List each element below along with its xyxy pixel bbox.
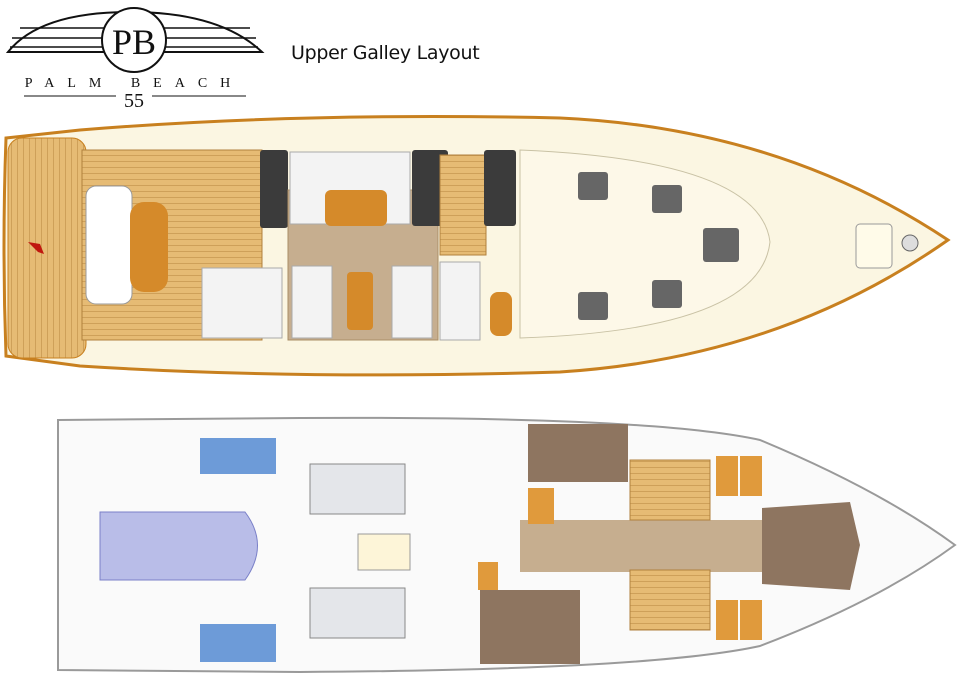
logo-brand: PALM BEACH [25,76,244,91]
water-tank [200,624,276,662]
hatch [703,228,739,262]
windlass [901,234,919,252]
upper-deck-plan [2,115,951,377]
aft-sun-pad [85,185,133,305]
cockpit-seat [201,267,283,339]
lower-deck-plan [57,416,957,674]
logo-model: 55 [124,90,144,112]
engine [309,463,406,515]
aft-cabin-bed [528,424,628,482]
red-fitting [28,242,44,254]
hatch [578,292,608,320]
locker [528,488,554,524]
dinette-seat-right [391,265,433,339]
helm-counter-aft [260,150,288,228]
anchor-locker [855,223,893,269]
logo-monogram: PB [112,22,156,62]
cockpit-table [130,202,168,292]
hatch [578,172,608,200]
guest-cabin-bed [480,590,580,664]
head-sole [629,459,711,521]
dinette-table [347,272,373,330]
hatch [652,280,682,308]
corridor-sole [520,520,780,572]
locker [478,562,498,590]
locker [716,600,738,640]
dinette-seat-left [291,265,333,339]
locker [740,600,762,640]
water-tank [200,438,276,474]
tender [99,511,258,581]
master-bed [762,502,860,590]
locker [716,456,738,496]
galley-counter-1 [412,150,448,226]
helm-chair [490,292,512,336]
engine [309,587,406,639]
hatch-cover [357,533,411,571]
galley-counter-2 [484,150,516,226]
head-sole [629,569,711,631]
galley-sole [439,154,487,256]
layout-title: Upper Galley Layout [291,42,480,64]
locker [740,456,762,496]
saloon-table [325,190,387,226]
hatch [652,185,682,213]
swim-platform [7,137,87,359]
helm-seat [439,261,481,341]
palm-beach-logo: PB PALM BEACH 55 [5,7,265,112]
